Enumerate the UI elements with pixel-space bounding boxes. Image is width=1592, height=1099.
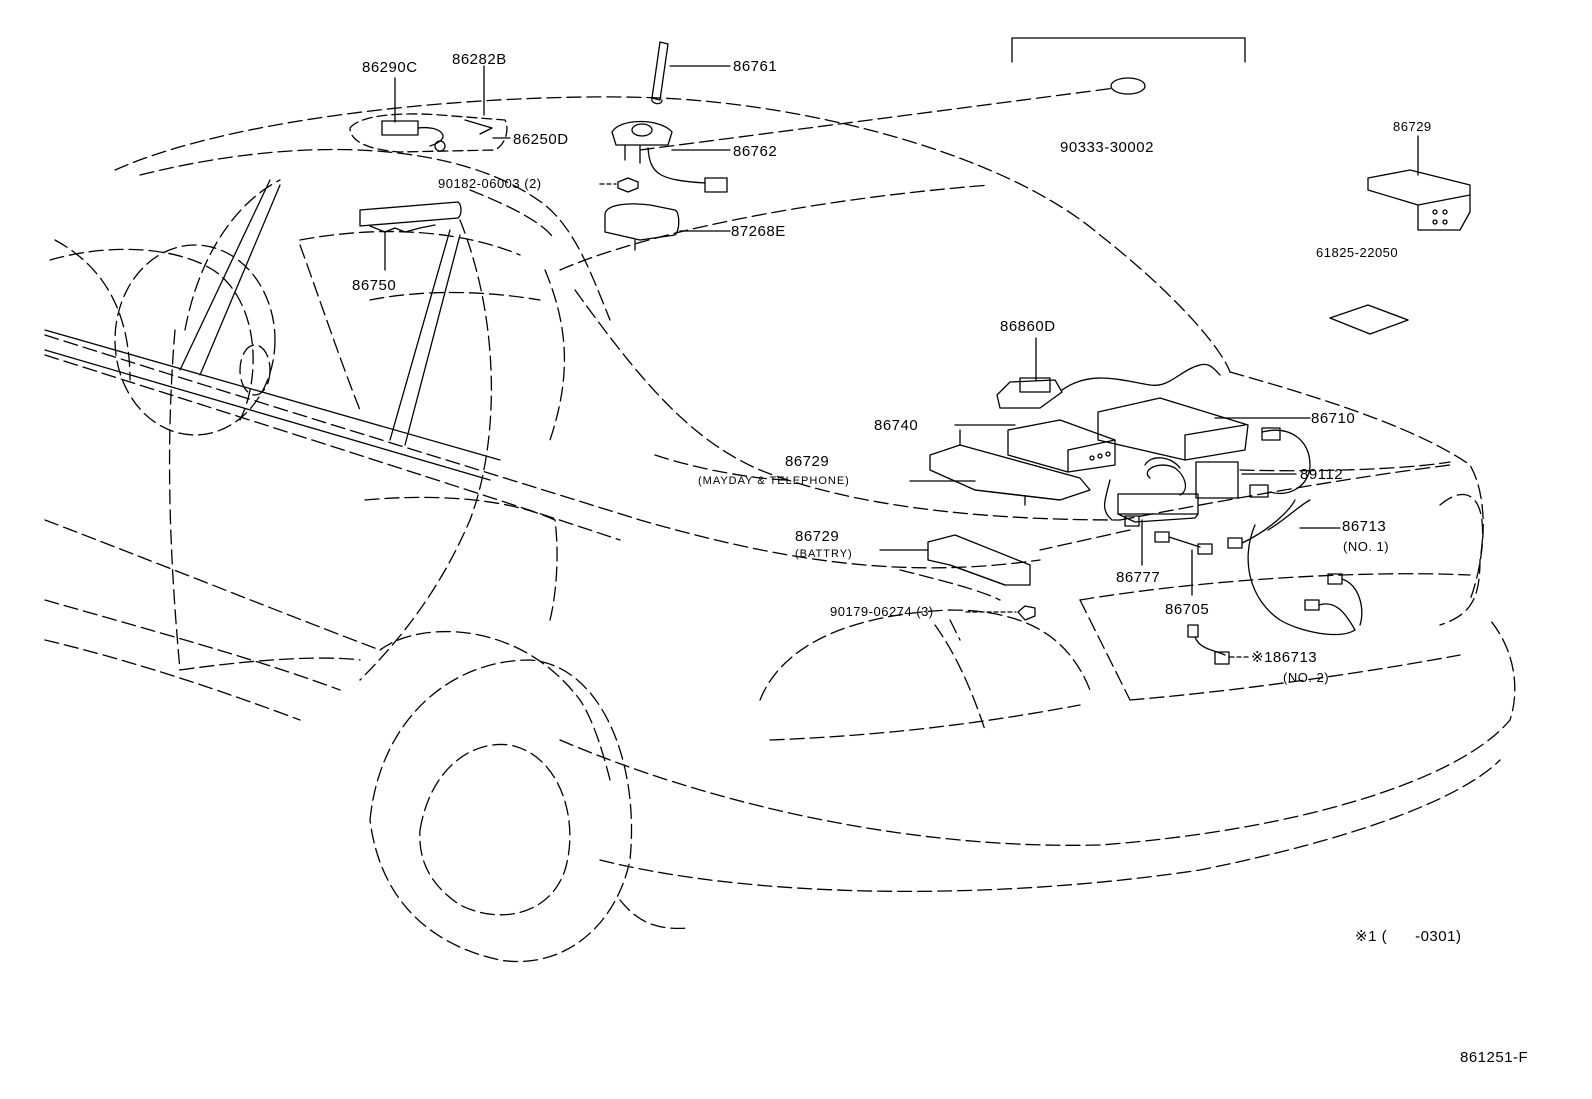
label-86740: 86740 [874, 417, 919, 434]
label-mayday-telephone: (MAYDAY & TELEPHONE) [698, 475, 850, 487]
label-61825-22050: 61825-22050 [1316, 245, 1399, 260]
label-86750: 86750 [352, 277, 397, 294]
label-86729-right: 86729 [1393, 119, 1432, 134]
bracket-90333 [1011, 37, 1246, 63]
bracket-86729-battery [879, 534, 1031, 586]
label-86860D: 86860D [1000, 318, 1056, 335]
pad-61825 [1329, 304, 1409, 335]
label-battery: (BATTRY) [795, 548, 853, 560]
module-86750 [359, 201, 462, 271]
antenna-base-86762 [611, 120, 731, 193]
label-86729-mayday: 86729 [785, 453, 830, 470]
label-86713-no2: ※186713 [1251, 649, 1318, 666]
microphone-assembly [349, 65, 511, 153]
label-86777: 86777 [1116, 569, 1161, 586]
label-no1: (NO. 1) [1343, 539, 1390, 554]
footnote: ※1 ( -0301) [1355, 928, 1462, 945]
label-90182-06003: 90182-06003 (2) [438, 176, 542, 191]
label-86761: 86761 [733, 58, 778, 75]
bracket-87268E [604, 203, 731, 251]
window-frame [44, 179, 501, 481]
label-89112: 89112 [1300, 466, 1344, 483]
figure-code: 861251-F [1460, 1049, 1529, 1066]
gps-86860D [996, 337, 1221, 409]
seal-90333 [1110, 77, 1146, 95]
bracket-86729-mayday [909, 429, 1091, 506]
label-86713-no1: 86713 [1342, 518, 1387, 535]
harness-assembly [1103, 427, 1363, 665]
label-86705: 86705 [1165, 601, 1210, 618]
label-86729-battery: 86729 [795, 528, 840, 545]
label-86282B: 86282B [452, 51, 507, 68]
label-no2: (NO. 2) [1283, 670, 1330, 685]
label-90179-06274: 90179-06274 (3) [830, 604, 934, 619]
label-86250D: 86250D [513, 131, 569, 148]
label-87268E: 87268E [731, 223, 786, 240]
label-86290C: 86290C [362, 59, 418, 76]
car-body-outline [44, 87, 1516, 963]
label-90333-30002: 90333-30002 [1060, 139, 1154, 156]
unit-86740 [954, 419, 1116, 473]
nut-90182 [599, 177, 639, 193]
antenna-86761 [651, 41, 731, 105]
label-86710: 86710 [1311, 410, 1356, 427]
nut-90179 [965, 605, 1036, 621]
unit-86710 [1097, 397, 1311, 461]
bracket-86729-right [1367, 135, 1471, 231]
label-86762: 86762 [733, 143, 778, 160]
